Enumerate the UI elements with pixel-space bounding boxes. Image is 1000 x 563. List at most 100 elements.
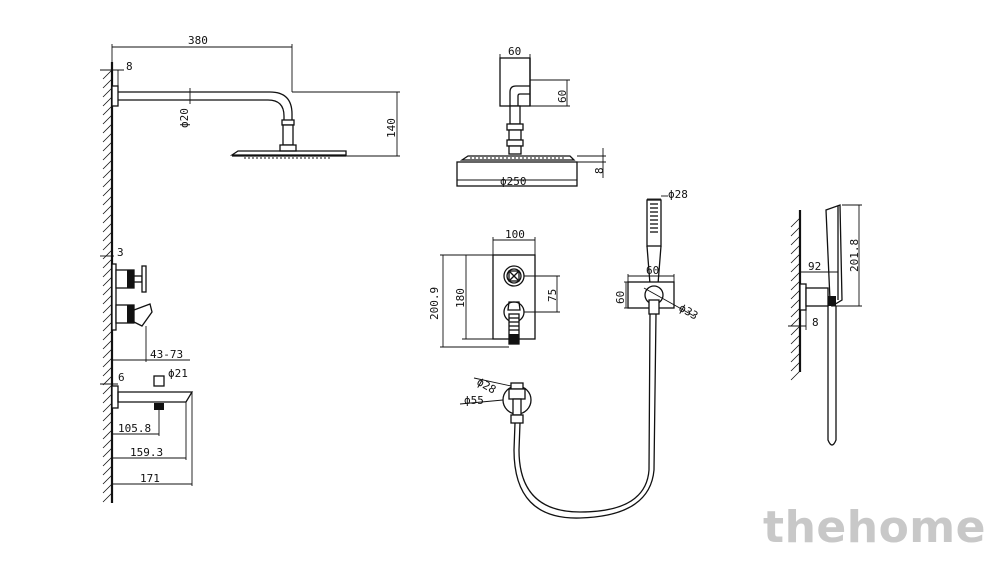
hand-shower-side-view: 92 201.8 8	[788, 204, 862, 446]
wall-hatch-line	[102, 348, 113, 359]
wall-hatch-line	[102, 132, 113, 143]
wall-hatch-line	[102, 69, 113, 80]
watermark-logo: thehome	[763, 502, 986, 553]
wall-hatch-line	[790, 262, 801, 273]
wall-hatch-line	[102, 87, 113, 98]
wall-hatch-line	[102, 159, 113, 170]
dim-head-diameter: ϕ250	[500, 175, 527, 188]
dim-outlet-diameter: ϕ21	[168, 367, 188, 380]
wall-hatch-line	[102, 384, 113, 395]
wall-hatch-line	[790, 235, 801, 246]
wall-hatch-line	[102, 204, 113, 215]
wall-hatch-line	[790, 325, 801, 336]
dim-plate-height: 180	[454, 288, 467, 308]
dim-hand-length: 201.8	[848, 239, 861, 272]
dim-spout-2: 159.3	[130, 446, 163, 459]
wall-hatch-line	[102, 429, 113, 440]
wall-hatch-line	[790, 334, 801, 345]
wall-hatch-line	[102, 213, 113, 224]
wall-hatch-line	[790, 244, 801, 255]
wall-hatch-line	[790, 343, 801, 354]
overhead-shower-side-view: 380 8 ϕ20 140	[100, 34, 400, 159]
wall-hatch-line	[790, 253, 801, 264]
wall-hatch-line	[102, 465, 113, 476]
wall-hatch-line	[102, 123, 113, 134]
dim-holder-diameter: ϕ33	[677, 301, 701, 322]
dim-arm-diameter: ϕ20	[178, 108, 191, 128]
dim-spout-1: 105.8	[118, 422, 151, 435]
wall-hatch-line	[102, 492, 113, 503]
wall-hatch-line	[102, 285, 113, 296]
wall-hatch-line	[102, 330, 113, 341]
wall-hatch-line	[102, 411, 113, 422]
wall-hatch-line	[102, 258, 113, 269]
wall-hatch-line	[102, 366, 113, 377]
dim-arm-length: 380	[188, 34, 208, 47]
dim-head-thickness: 8	[593, 167, 606, 174]
dim-plate-thickness: 3	[117, 246, 124, 259]
dim-flange-thickness: 8	[126, 60, 133, 73]
wall-hatch-line	[102, 222, 113, 233]
wall-hatch-line	[102, 141, 113, 152]
wall-hatch-line	[790, 217, 801, 228]
wall-hatch-line	[102, 78, 113, 89]
wall-hatch-line	[102, 168, 113, 179]
dim-drop-height: 140	[385, 118, 398, 138]
wall-hatch-line	[102, 96, 113, 107]
wall-hatch-line	[102, 456, 113, 467]
wall-hatch-line	[102, 303, 113, 314]
dim-spout-plate: 6	[118, 371, 125, 384]
mixer-side-view: 3 43-73	[100, 246, 190, 362]
wall-hatch-line	[102, 249, 113, 260]
wall-hatch-line	[102, 438, 113, 449]
wall-hatch-line	[790, 271, 801, 282]
wall-hatch-line	[102, 105, 113, 116]
wall-hatch-line	[102, 186, 113, 197]
wall-hatch-line	[102, 420, 113, 431]
hand-shower-front-view: ϕ28 60 60 ϕ33	[614, 188, 700, 323]
mixer-front-view: 100 200.9 180 75	[428, 228, 560, 348]
wall-hatch-line	[102, 312, 113, 323]
wall-hatch-line	[102, 402, 113, 413]
outlet-elbow: ϕ28 ϕ55	[459, 375, 532, 424]
wall-hatch-line	[102, 321, 113, 332]
wall-hatch-line	[102, 357, 113, 368]
wall-hatch-line	[102, 375, 113, 386]
wall-hatch-line	[790, 226, 801, 237]
dim-wall-plate-width: 60	[508, 45, 521, 58]
wall-hatch-line	[102, 177, 113, 188]
dim-plate-width: 100	[505, 228, 525, 241]
dim-overall-height: 200.9	[428, 287, 441, 320]
wall-hatch-line	[790, 289, 801, 300]
wall-hatch-line	[102, 150, 113, 161]
wall-hatch-line	[790, 361, 801, 372]
wall-hatch-line	[102, 294, 113, 305]
dim-elbow-plate: ϕ55	[464, 394, 484, 407]
dim-holder-height: 60	[614, 291, 627, 304]
wall-hatch-line	[102, 231, 113, 242]
wall-hatch-line	[102, 339, 113, 350]
dim-depth-range: 43-73	[150, 348, 183, 361]
wall-hatch-line	[102, 195, 113, 206]
wall-hatch-line	[102, 474, 113, 485]
wall-hatch-line	[790, 298, 801, 309]
wall-hatch-line	[102, 276, 113, 287]
wall-hatch-line	[102, 114, 113, 125]
wall-hatch-line	[102, 393, 113, 404]
dim-wall-plate-height: 60	[556, 90, 569, 103]
dim-holder-width: 60	[646, 264, 659, 277]
dim-handle-diameter: ϕ28	[668, 188, 688, 201]
dim-hand-projection: 92	[808, 260, 821, 273]
wall-hatch-line	[102, 267, 113, 278]
wall-hatch-line	[790, 316, 801, 327]
wall-hatch-line	[790, 352, 801, 363]
shower-head-front-view: 60 60 ϕ250 8	[456, 45, 606, 188]
dim-spout-3: 171	[140, 472, 160, 485]
wall-left	[102, 62, 114, 503]
wall-hatch-line	[790, 370, 801, 381]
wall-right	[790, 210, 802, 381]
wall-hatch-line	[790, 307, 801, 318]
wall-hatch-line	[102, 240, 113, 251]
wall-hatch-line	[102, 447, 113, 458]
